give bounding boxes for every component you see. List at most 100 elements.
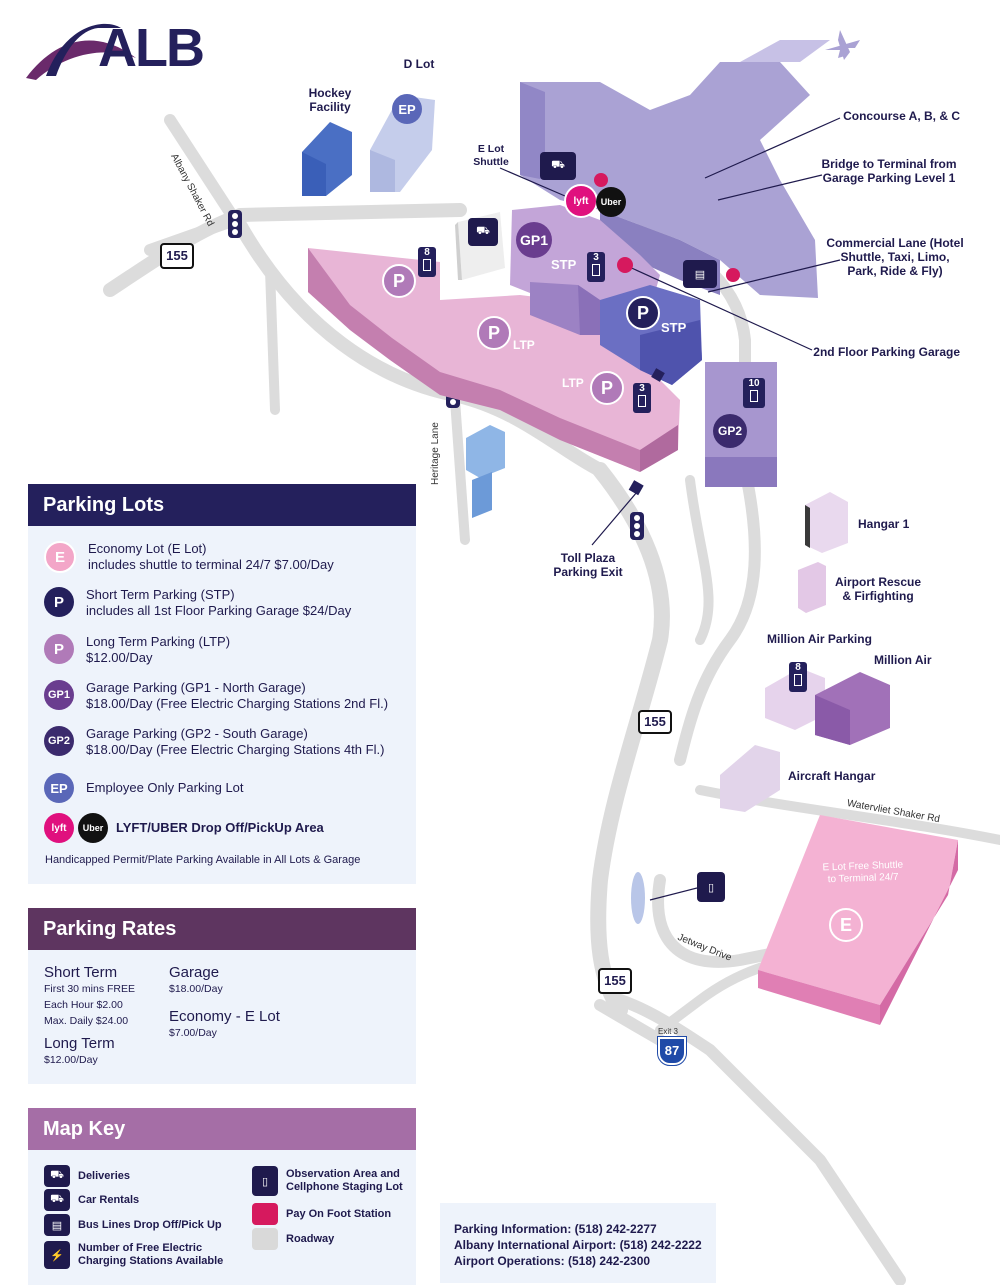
route-number: 155: [644, 714, 666, 729]
e-lot-parking: [758, 815, 958, 1025]
key-label: Roadway: [286, 1232, 335, 1245]
lot-name: Garage Parking (GP1 - North Garage): [86, 680, 306, 695]
ltp-p-badge: P: [382, 264, 416, 298]
pay-station-marker: [617, 257, 633, 273]
lot-name: Short Term Parking (STP): [86, 587, 235, 602]
phone-observation-icon: ▯: [697, 872, 725, 902]
logo-text: ALB: [98, 18, 205, 78]
route-number: 155: [166, 248, 188, 263]
roadway-swatch: [252, 1228, 278, 1250]
lyft-icon: lyft: [44, 813, 74, 843]
ltp-label-2: LTP: [562, 376, 584, 390]
car-rental-icon: ⛟: [468, 218, 498, 246]
key-pay-station: Pay On Foot Station: [252, 1203, 391, 1225]
parking-rates-panel: Parking Rates Short Term First 30 mins F…: [28, 908, 416, 1084]
route-number: 155: [604, 973, 626, 988]
charging-station-icon: ⚡: [44, 1241, 70, 1269]
lot-item-economy: E Economy Lot (E Lot)includes shuttle to…: [44, 541, 334, 573]
road-heritage-lane: [450, 395, 470, 545]
lot-name: Long Term Parking (LTP): [86, 634, 231, 649]
gp1-badge: GP1: [516, 222, 552, 258]
phone-icon: ▯: [252, 1166, 278, 1196]
key-roadway: Roadway: [252, 1228, 334, 1250]
charging-station-icon: 3: [633, 383, 651, 413]
label-concourse: Concourse A, B, & C: [843, 109, 960, 123]
ltp-p-badge: P: [477, 316, 511, 350]
label-hangar-1: Hangar 1: [858, 517, 910, 531]
route-number: 87: [664, 1043, 680, 1058]
ep-badge: EP: [392, 94, 422, 124]
charging-count: 3: [639, 383, 645, 394]
parking-rates-title: Parking Rates: [28, 908, 416, 950]
road-main-south: [590, 462, 670, 1018]
short-term-line: First 30 mins FREE: [44, 983, 136, 995]
contact-operations: Airport Operations: (518) 242-2300: [454, 1254, 651, 1268]
alb-logo: ALB: [26, 18, 226, 80]
label-hockey: Hockey Facility: [308, 86, 352, 114]
long-term-line: $12.00/Day: [44, 1054, 98, 1066]
stp-p-badge: P: [626, 296, 660, 330]
road-label-heritage: Heritage Lane: [430, 422, 441, 485]
delivery-truck-icon: ⛟: [540, 152, 576, 180]
lot-badge: P: [44, 634, 74, 664]
charging-count: 3: [593, 252, 599, 263]
key-label: Bus Lines Drop Off/Pick Up: [78, 1218, 222, 1231]
label-million-air: Million Air: [874, 653, 932, 667]
toll-plaza-marker: [651, 368, 665, 382]
road-left-exit: [594, 999, 666, 1046]
million-air-buildings: [765, 668, 890, 745]
garage-line: $18.00/Day: [169, 983, 223, 995]
hangar-1-building: [805, 492, 848, 553]
key-label: Number of Free Electric Charging Station…: [78, 1242, 224, 1267]
exit-3-label: Exit 3: [658, 1027, 679, 1036]
lot-item-ep: EP Employee Only Parking Lot: [44, 773, 244, 803]
lot-name: Garage Parking (GP2 - South Garage): [86, 726, 308, 741]
road-jetway: [652, 874, 796, 968]
key-charging: ⚡ Number of Free Electric Charging Stati…: [44, 1241, 238, 1269]
traffic-light-icon: [228, 210, 242, 238]
gp2-badge: GP2: [713, 414, 747, 448]
pay-station-marker: [726, 268, 740, 282]
lot-detail: $18.00/Day (Free Electric Charging Stati…: [86, 742, 385, 757]
charging-station-icon: 3: [587, 252, 605, 282]
office-building: [466, 425, 505, 518]
car-icon: ⛟: [44, 1189, 70, 1211]
d-lot-building: [370, 95, 435, 192]
delivery-truck-icon: ⛟: [44, 1165, 70, 1187]
label-rescue: Airport Rescue & Firfighting: [834, 575, 922, 603]
route-155-shield: 155: [160, 243, 194, 269]
observation-area: [631, 872, 645, 924]
interstate-87-shield: 87: [657, 1036, 687, 1066]
hockey-facility-building: [302, 122, 352, 196]
rescue-building: [798, 562, 826, 613]
lot-name: Economy Lot (E Lot): [88, 541, 207, 556]
label-d-lot: D Lot: [403, 57, 435, 71]
lot-badge: GP1: [44, 680, 74, 710]
lot-badge: P: [44, 587, 74, 617]
short-term-line: Each Hour $2.00: [44, 999, 123, 1011]
map-key-panel: Map Key ⛟ Deliveries ⛟ Car Rentals ▤ Bus…: [28, 1108, 416, 1285]
pay-station-marker: [594, 173, 608, 187]
route-155-shield: 155: [638, 710, 672, 734]
uber-icon: Uber: [596, 187, 626, 217]
charging-count: 8: [795, 662, 801, 673]
lot-detail: includes all 1st Floor Parking Garage $2…: [86, 603, 352, 618]
lot-detail: includes shuttle to terminal 24/7 $7.00/…: [88, 557, 334, 572]
lot-item-stp: P Short Term Parking (STP)includes all 1…: [44, 587, 351, 619]
ltp-label: LTP: [513, 338, 535, 352]
road-inner-loop: [685, 475, 714, 645]
charging-station-icon: 10: [743, 378, 765, 408]
parking-lots-title: Parking Lots: [28, 484, 416, 526]
label-commercial-lane: Commercial Lane (Hotel Shuttle, Taxi, Li…: [826, 236, 964, 278]
lot-item-rideshare: lyft Uber LYFT/UBER Drop Off/PickUp Area: [44, 813, 324, 843]
charging-station-icon: 8: [789, 662, 807, 692]
lot-badge: EP: [44, 773, 74, 803]
road-east-loop: [674, 464, 761, 766]
contact-info-box: Parking Information: (518) 242-2277 Alba…: [440, 1203, 716, 1283]
key-label: Deliveries: [78, 1169, 130, 1182]
economy-title: Economy - E Lot: [169, 1008, 280, 1025]
ltp-parking-lot: [308, 248, 680, 472]
label-million-air-parking: Million Air Parking: [767, 632, 872, 646]
lot-item-gp1: GP1 Garage Parking (GP1 - North Garage)$…: [44, 680, 388, 712]
lot-name: Employee Only Parking Lot: [86, 780, 244, 795]
